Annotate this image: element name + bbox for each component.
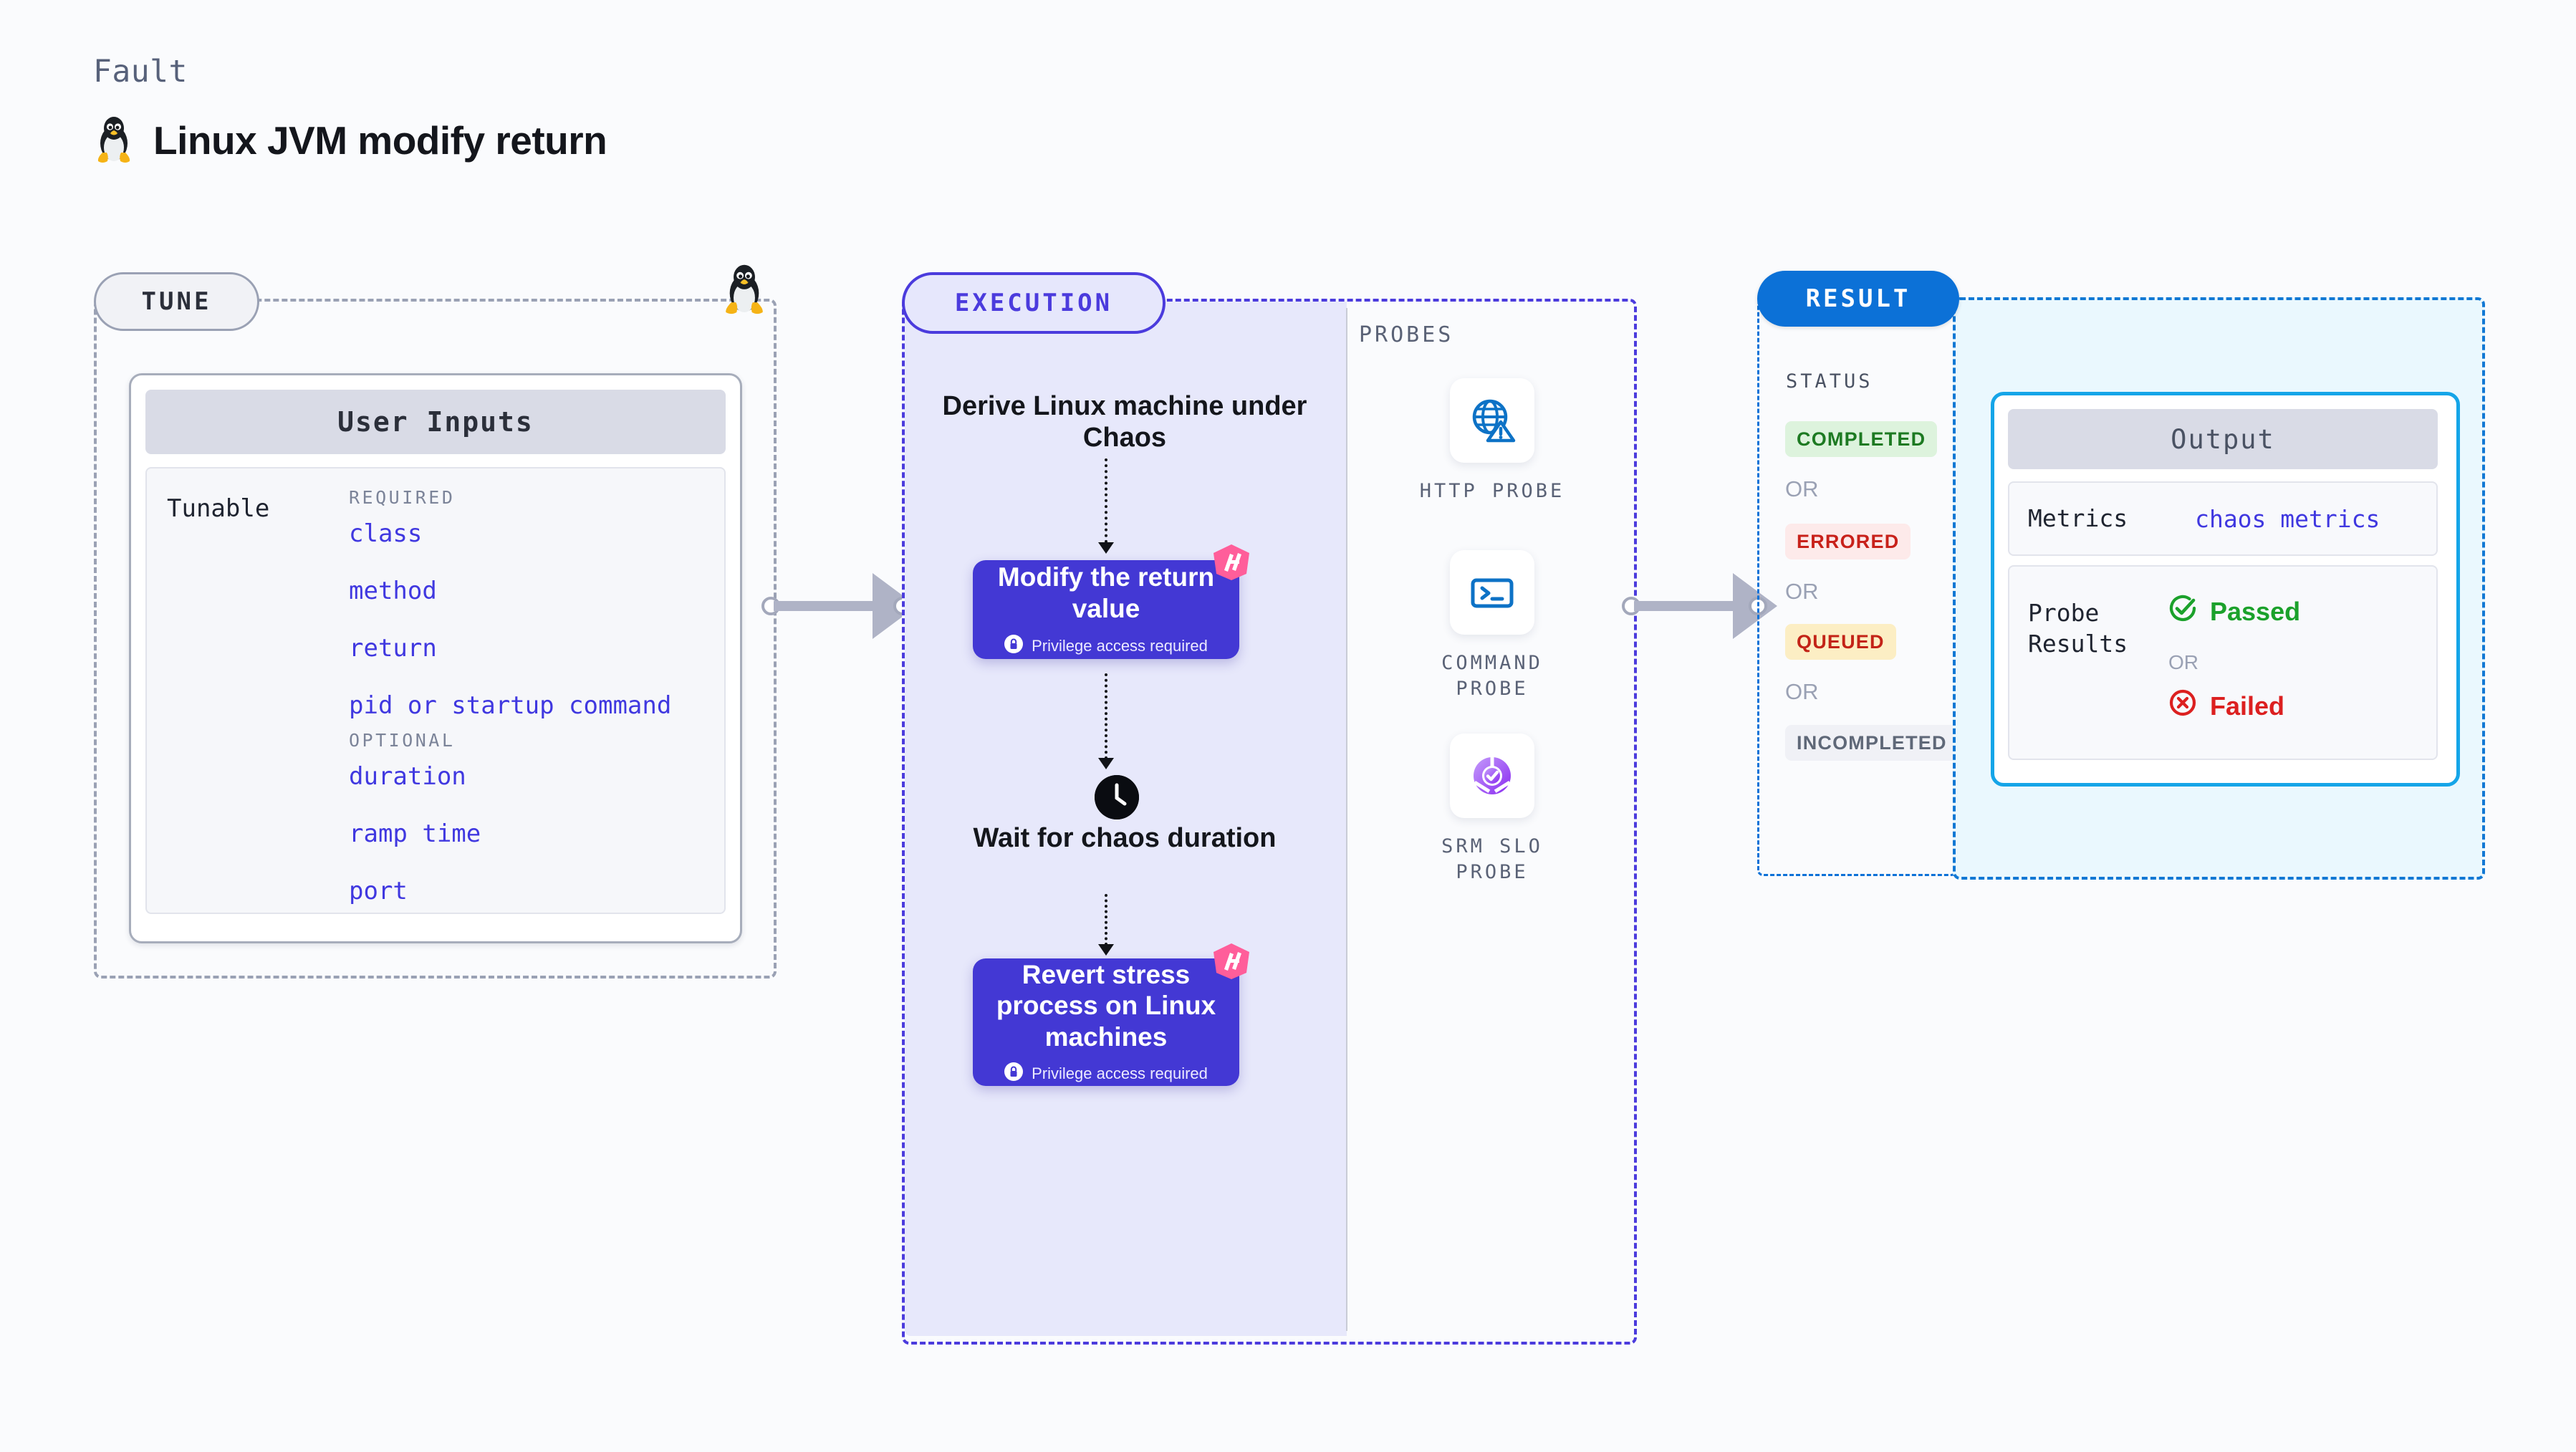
failed-label: Failed xyxy=(2210,691,2285,721)
flow-arrowhead-3 xyxy=(1098,944,1114,956)
metrics-label: Metrics xyxy=(2028,504,2128,532)
lock-icon xyxy=(1004,634,1024,658)
flow-connector-2 xyxy=(1105,673,1107,759)
slo-check-icon xyxy=(1450,734,1534,818)
tune-to-execution-line xyxy=(774,601,874,611)
check-circle-icon xyxy=(2167,592,2198,630)
tune-section-chip[interactable]: TUNE xyxy=(94,272,259,331)
probe-srm-slo[interactable]: SRM SLO PROBE xyxy=(1406,734,1578,886)
linux-penguin-rail-icon xyxy=(722,262,766,322)
user-inputs-card: User Inputs Tunable REQUIRED class metho… xyxy=(129,373,742,943)
user-inputs-body: Tunable REQUIRED class method return pid… xyxy=(145,467,726,914)
field-return[interactable]: return xyxy=(349,634,437,663)
probe-command[interactable]: COMMAND PROBE xyxy=(1406,550,1578,703)
user-inputs-title: User Inputs xyxy=(145,390,726,454)
lock-icon xyxy=(1004,1062,1024,1085)
probe-results-row: Probe Results Passed OR Failed xyxy=(2008,565,2438,760)
privilege-text: Privilege access required xyxy=(1032,636,1208,655)
output-card: Output Metrics chaos metrics Probe Resul… xyxy=(1991,392,2460,787)
execution-probes-divider xyxy=(1346,308,1347,1331)
modify-return-value-label: Modify the return value xyxy=(997,562,1215,623)
modify-return-value-card[interactable]: Modify the return value Privilege access… xyxy=(973,560,1239,659)
field-class[interactable]: class xyxy=(349,519,423,548)
flow-arrowhead-2 xyxy=(1098,758,1114,769)
or-separator-3: OR xyxy=(1785,679,1819,704)
probe-result-failed: Failed xyxy=(2167,687,2284,725)
clock-icon xyxy=(1095,775,1139,819)
globe-warning-icon xyxy=(1450,378,1534,463)
field-port[interactable]: port xyxy=(349,877,408,905)
field-duration[interactable]: duration xyxy=(349,762,466,791)
harness-logo-icon-revert xyxy=(1211,941,1252,986)
linux-penguin-icon xyxy=(93,115,135,166)
privilege-badge-revert: Privilege access required xyxy=(1004,1062,1208,1085)
metrics-row: Metrics chaos metrics xyxy=(2008,481,2438,556)
wait-for-chaos-duration-step: Wait for chaos duration xyxy=(973,823,1277,853)
execution-fill xyxy=(905,302,1347,1336)
terminal-icon xyxy=(1450,550,1534,635)
status-badge-errored: ERRORED xyxy=(1785,524,1911,559)
field-method[interactable]: method xyxy=(349,577,437,605)
privilege-badge-modify: Privilege access required xyxy=(1004,634,1208,658)
fault-title-row: Linux JVM modify return xyxy=(93,115,607,166)
harness-logo-icon-modify xyxy=(1211,542,1252,587)
or-separator-probe: OR xyxy=(2168,651,2198,673)
tunable-label: Tunable xyxy=(167,494,270,523)
or-separator-2: OR xyxy=(1785,579,1819,604)
status-label: STATUS xyxy=(1786,370,1873,393)
status-badge-completed: COMPLETED xyxy=(1785,421,1938,457)
status-badge-queued: QUEUED xyxy=(1785,624,1896,660)
revert-stress-process-label: Revert stress process on Linux machines xyxy=(996,959,1216,1052)
required-group-heading: REQUIRED xyxy=(349,487,456,508)
flow-connector-3 xyxy=(1105,894,1107,946)
field-ramp-time[interactable]: ramp time xyxy=(349,819,481,848)
fault-kicker: Fault xyxy=(93,54,188,90)
probe-results-label: Probe Results xyxy=(2028,599,2128,658)
privilege-text: Privilege access required xyxy=(1032,1064,1208,1083)
output-title: Output xyxy=(2008,409,2438,469)
passed-label: Passed xyxy=(2210,596,2301,626)
probe-http-label: HTTP PROBE xyxy=(1419,480,1565,502)
flow-connector-1 xyxy=(1105,458,1107,543)
x-circle-icon xyxy=(2167,687,2198,725)
status-badge-incompleted: INCOMPLETED xyxy=(1785,725,1959,761)
probe-result-passed: Passed xyxy=(2167,592,2300,630)
probes-section-label: PROBES xyxy=(1359,322,1454,347)
tunable-field-list: REQUIRED class method return pid or star… xyxy=(349,487,707,934)
page-title: Linux JVM modify return xyxy=(153,118,607,163)
probe-srm-slo-label: SRM SLO PROBE xyxy=(1441,835,1543,884)
tune-panel xyxy=(94,299,777,979)
derive-machine-step: Derive Linux machine under Chaos xyxy=(942,391,1307,453)
execution-to-result-line xyxy=(1634,601,1734,611)
field-pid-or-startup-command[interactable]: pid or startup command xyxy=(349,691,672,720)
flow-arrowhead-1 xyxy=(1098,542,1114,554)
probe-http[interactable]: HTTP PROBE xyxy=(1406,378,1578,504)
or-separator-1: OR xyxy=(1785,476,1819,501)
execution-section-chip[interactable]: EXECUTION xyxy=(902,272,1166,334)
metrics-value[interactable]: chaos metrics xyxy=(2195,504,2380,533)
probe-command-label: COMMAND PROBE xyxy=(1441,652,1543,701)
optional-group-heading: OPTIONAL xyxy=(349,730,456,751)
result-section-chip[interactable]: RESULT xyxy=(1757,271,1959,327)
revert-stress-process-card[interactable]: Revert stress process on Linux machines … xyxy=(973,958,1239,1086)
